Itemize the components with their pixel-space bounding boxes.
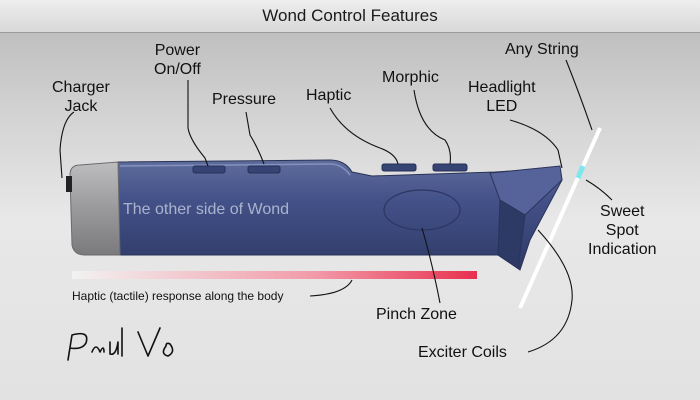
leader-pressure [245,111,265,165]
morphic-button [432,163,468,172]
diagram-title: Wond Control Features [262,6,438,25]
title-bar: Wond Control Features [0,0,700,33]
label-charger-jack: Charger Jack [52,79,110,115]
label-sweet-spot-indication: Sweet Spot Indication [588,203,657,258]
label-morphic: Morphic [382,69,439,86]
haptic-button [381,163,417,172]
label-exciter-coils: Exciter Coils [418,344,507,361]
leader-haptic-response [309,279,353,297]
pressure-button [247,165,281,174]
leader-exciter-coils [527,229,573,353]
label-pinch-zone: Pinch Zone [376,306,457,323]
leader-power [187,80,209,167]
leader-haptic [329,107,399,165]
label-pressure: Pressure [212,91,277,108]
label-any-string: Any String [505,41,579,58]
charger-jack-port [66,176,72,192]
haptic-response-bar [72,271,477,279]
wand-body [117,159,563,271]
leader-charger [59,111,75,179]
label-power-on-off: Power On/Off [154,42,201,78]
label-headlight-led: Headlight LED [468,79,536,115]
leader-any-string [565,59,593,131]
label-haptic-response: Haptic (tactile) response along the body [72,289,284,303]
leader-sweet-spot [585,179,613,201]
wand-head [489,165,563,216]
leader-morphic [413,89,451,165]
sweet-spot-mark [575,165,586,179]
charger-cap [69,161,121,256]
string-line [518,127,602,309]
leader-pinch-zone [421,227,441,304]
pinch-zone-marker [383,189,461,231]
label-other-side: The other side of Wond [123,201,290,218]
leader-headlight [509,119,563,169]
wand-head-side [497,199,526,269]
label-haptic: Haptic [306,87,352,104]
power-button [192,165,226,174]
signature-drawing [67,327,174,361]
